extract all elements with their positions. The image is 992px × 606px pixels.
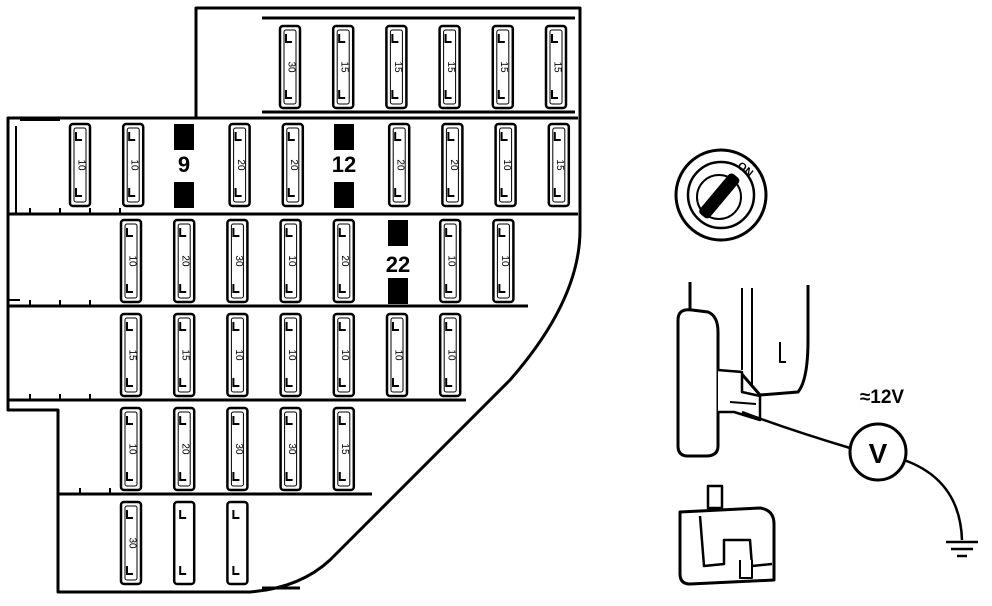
fuse: 10 bbox=[226, 312, 249, 398]
fuse: 15 bbox=[332, 406, 356, 492]
fuse: 20 bbox=[172, 406, 196, 492]
ground-wire bbox=[903, 458, 964, 541]
fuse: 10 bbox=[121, 122, 145, 208]
fuse-rating: 15 bbox=[392, 61, 403, 73]
fuse: 15 bbox=[331, 24, 355, 110]
fuse-rating: 10 bbox=[339, 349, 350, 361]
fuse-rating: 15 bbox=[445, 61, 456, 73]
fuse: 20 bbox=[441, 122, 464, 208]
fuse-rating: 20 bbox=[339, 255, 350, 267]
probe-wire bbox=[741, 410, 851, 450]
fuse: 15 bbox=[547, 122, 571, 208]
fuse-rating: 10 bbox=[286, 255, 297, 267]
fuse-rating: 15 bbox=[554, 159, 565, 171]
fuse-rating: 10 bbox=[446, 349, 457, 361]
fuse: 15 bbox=[438, 24, 461, 110]
fuse: 10 bbox=[279, 312, 302, 398]
fuse: 15 bbox=[119, 312, 143, 398]
fuse-grid: 30 15 15 15 15 15 10 10 20 20 20 20 10 15 10 20 30 10 20 10… bbox=[68, 24, 571, 586]
fuse-rating: 20 bbox=[180, 255, 191, 267]
fuse: 30 bbox=[278, 24, 302, 110]
fuse-rating: 10 bbox=[126, 443, 137, 455]
fuse: 10 bbox=[119, 406, 143, 492]
fuse: 20 bbox=[387, 122, 411, 208]
fuse-label-9: 9 bbox=[178, 152, 190, 177]
fuse-rating: 10 bbox=[126, 255, 137, 267]
rail-pegs bbox=[29, 208, 121, 494]
fuse: 30 bbox=[226, 406, 249, 492]
ignition-switch: ON bbox=[674, 148, 768, 242]
fuse-rating: 15 bbox=[126, 349, 137, 361]
fuse-box-housing bbox=[6, 6, 582, 594]
fuse-rating: 10 bbox=[501, 159, 512, 171]
fuse-rating: 30 bbox=[233, 443, 244, 455]
fuse-socket bbox=[676, 308, 720, 458]
fuse-rating: 30 bbox=[126, 537, 137, 549]
fuse-rating: 10 bbox=[233, 349, 244, 361]
fuse: 30 bbox=[226, 218, 249, 304]
fuse: 15 bbox=[491, 24, 515, 110]
fuse: 15 bbox=[172, 312, 196, 398]
fuse-rating: 10 bbox=[129, 159, 140, 171]
fuse: 20 bbox=[172, 218, 196, 304]
fuse-rating: 10 bbox=[499, 255, 510, 267]
fuse-rating: 30 bbox=[233, 255, 244, 267]
fuse: 10 bbox=[279, 218, 302, 304]
fuse: 20 bbox=[228, 122, 251, 208]
fuse: 20 bbox=[281, 122, 305, 208]
fuse-rating: 10 bbox=[75, 159, 86, 171]
highlighted-fuse-12: 12 bbox=[332, 124, 356, 208]
fuse-rating: 30 bbox=[286, 443, 297, 455]
fuse-rating: 15 bbox=[180, 349, 191, 361]
fuse-label-12: 12 bbox=[332, 152, 356, 177]
fuse: 10 bbox=[438, 218, 462, 304]
fuse-rating: 15 bbox=[339, 61, 350, 73]
fuse: 30 bbox=[119, 500, 143, 586]
fuse: 10 bbox=[494, 122, 517, 208]
fuse-rating: 20 bbox=[180, 443, 191, 455]
fuse-rating: 20 bbox=[395, 159, 406, 171]
fuse: 10 bbox=[119, 218, 143, 304]
fuse: 15 bbox=[385, 24, 408, 110]
fuse: 15 bbox=[544, 24, 568, 110]
fuse: 10 bbox=[438, 312, 462, 398]
fuse-rating: 15 bbox=[339, 443, 350, 455]
fuse-rating: 20 bbox=[288, 159, 299, 171]
ignition-key-icon bbox=[699, 173, 740, 219]
voltage-reading: ≈12V bbox=[860, 387, 905, 408]
fuse-box bbox=[6, 6, 582, 594]
fuse bbox=[172, 500, 196, 586]
fuse-rating: 10 bbox=[446, 255, 457, 267]
fuse-holder bbox=[676, 282, 810, 458]
fuse: 10 bbox=[68, 122, 92, 208]
voltmeter-symbol: V bbox=[869, 438, 888, 469]
ground-icon bbox=[946, 540, 978, 558]
fuse-connector bbox=[678, 484, 776, 586]
fuse-rating: 15 bbox=[551, 61, 562, 73]
fuse: 10 bbox=[332, 312, 356, 398]
fuse-label-22: 22 bbox=[386, 252, 410, 277]
fuse-rating: 20 bbox=[448, 159, 459, 171]
voltmeter: V ≈12V bbox=[848, 387, 908, 482]
fuse: 30 bbox=[279, 406, 302, 492]
highlighted-fuse-9: 9 bbox=[174, 124, 194, 208]
fuse-rating: 30 bbox=[285, 61, 296, 73]
fuse-rating: 10 bbox=[286, 349, 297, 361]
fuse: 10 bbox=[385, 312, 409, 398]
highlighted-fuse-22: 22 bbox=[386, 220, 410, 304]
fuse-rating: 20 bbox=[235, 159, 246, 171]
fuse-rating: 15 bbox=[498, 61, 509, 73]
fuse-rating: 10 bbox=[392, 349, 403, 361]
fuse bbox=[226, 500, 249, 586]
fuse: 10 bbox=[492, 218, 515, 304]
fuse: 20 bbox=[332, 218, 356, 304]
